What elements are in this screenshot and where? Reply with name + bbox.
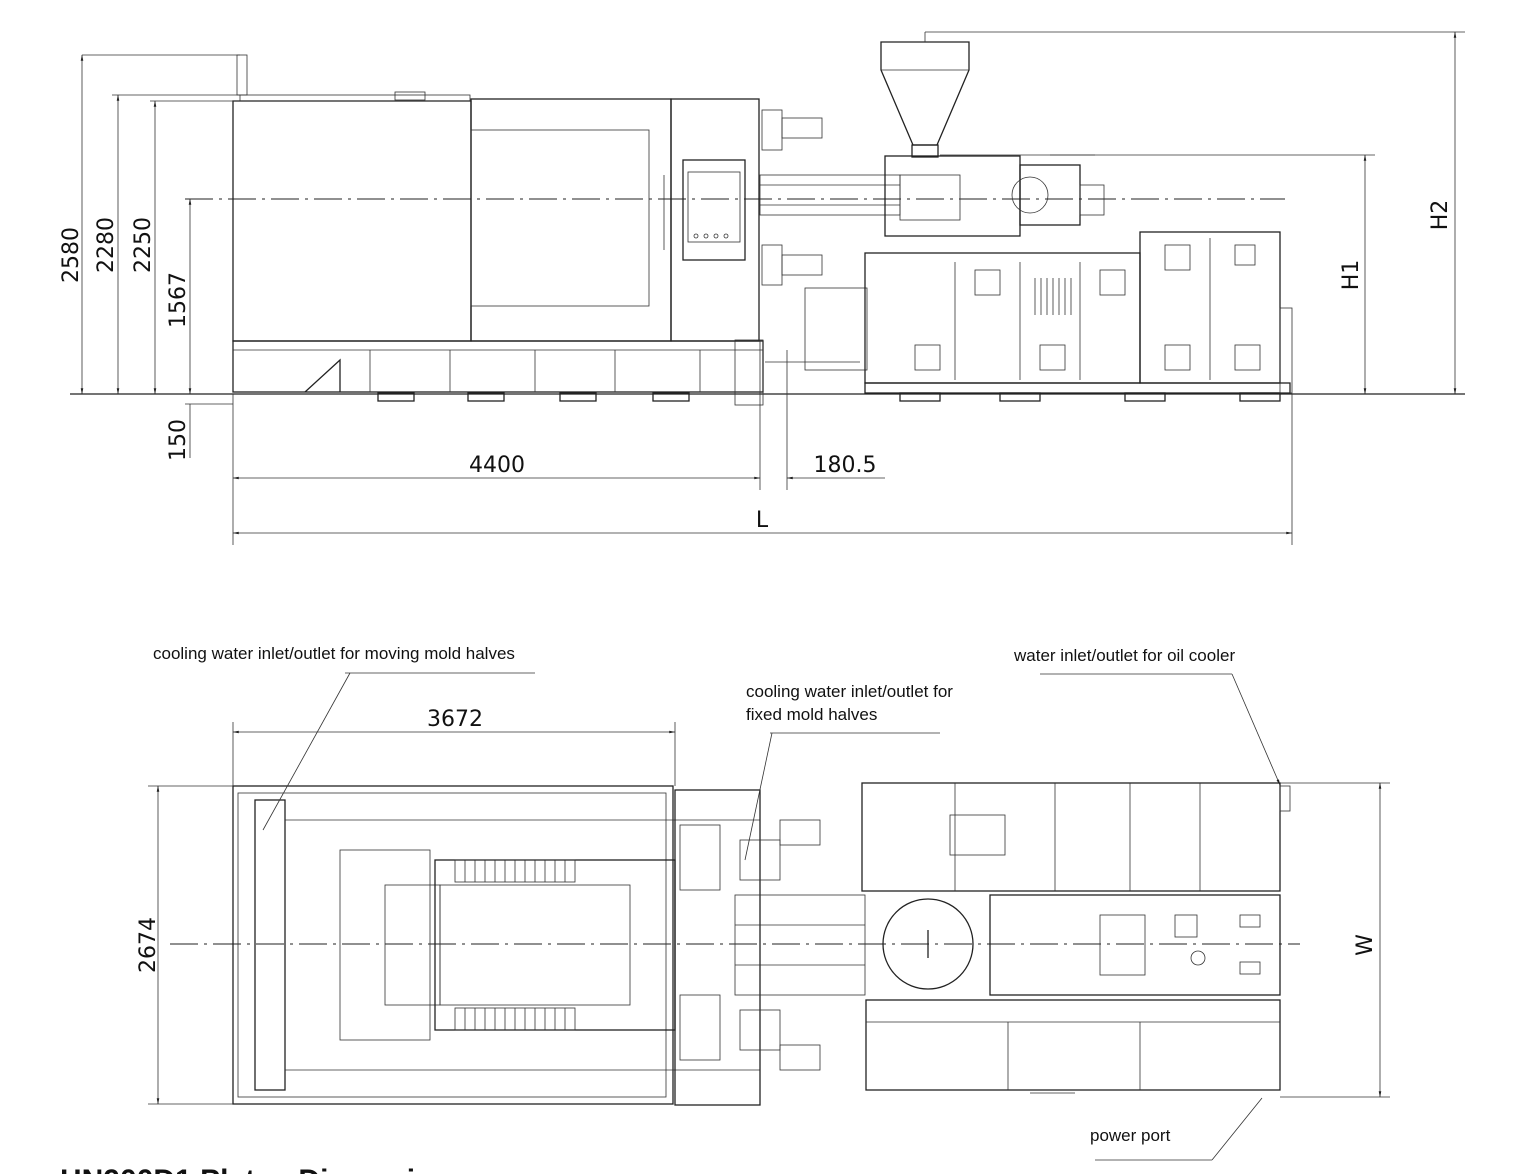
dim-3672: 3672 [427, 707, 483, 732]
dim-2674: 2674 [136, 917, 161, 973]
side-view: 2580 2280 2250 1567 150 H2 H1 4400 180.5… [59, 31, 1465, 545]
callout-fixed-mold-line1: cooling water inlet/outlet for [746, 682, 953, 701]
dim-w: W [1353, 934, 1378, 956]
callout-power-port: power port [1090, 1126, 1171, 1145]
dim-1567: 1567 [166, 272, 191, 328]
dim-4400: 4400 [469, 453, 525, 478]
callout-moving-mold: cooling water inlet/outlet for moving mo… [153, 644, 515, 663]
dim-180-5: 180.5 [814, 453, 877, 478]
dim-l: L [756, 508, 769, 533]
dim-2280: 2280 [94, 217, 119, 273]
dim-2250: 2250 [131, 217, 156, 273]
callout-fixed-mold-line2: fixed mold halves [746, 705, 877, 724]
dim-150: 150 [166, 419, 191, 461]
dim-h1: H1 [1339, 260, 1364, 291]
dim-h2: H2 [1428, 200, 1453, 231]
top-view: 3672 2674 W cooling water inlet/outlet f… [136, 644, 1390, 1161]
callout-oil-cooler: water inlet/outlet for oil cooler [1013, 646, 1235, 665]
page-title: HN900D1 Platen Dimensions [60, 1164, 468, 1174]
dim-2580: 2580 [59, 227, 84, 283]
